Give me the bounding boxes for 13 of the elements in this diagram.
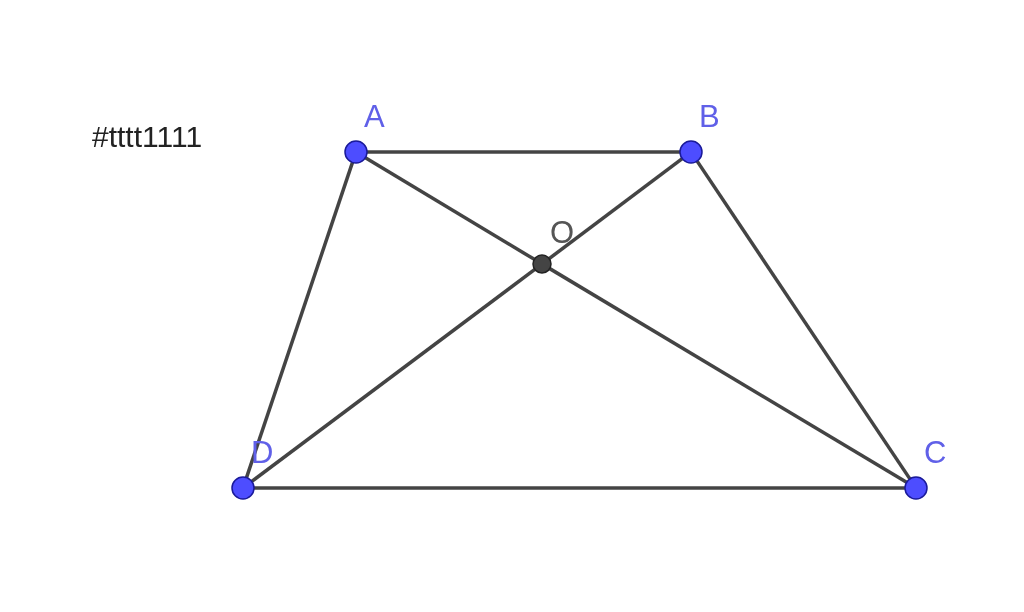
line-segment (244, 161, 355, 479)
line-segment (254, 486, 905, 490)
point-label: O (550, 216, 575, 250)
point-label: C (924, 436, 947, 470)
line-segment (548, 157, 684, 260)
point-label: B (699, 100, 720, 134)
line-segment (695, 160, 912, 480)
line-segment (548, 267, 908, 484)
line-segment (250, 268, 536, 483)
note-text: #tttt1111 (92, 120, 203, 154)
point-label: A (364, 100, 385, 134)
line-segment (364, 156, 536, 261)
line-segment (367, 150, 680, 154)
